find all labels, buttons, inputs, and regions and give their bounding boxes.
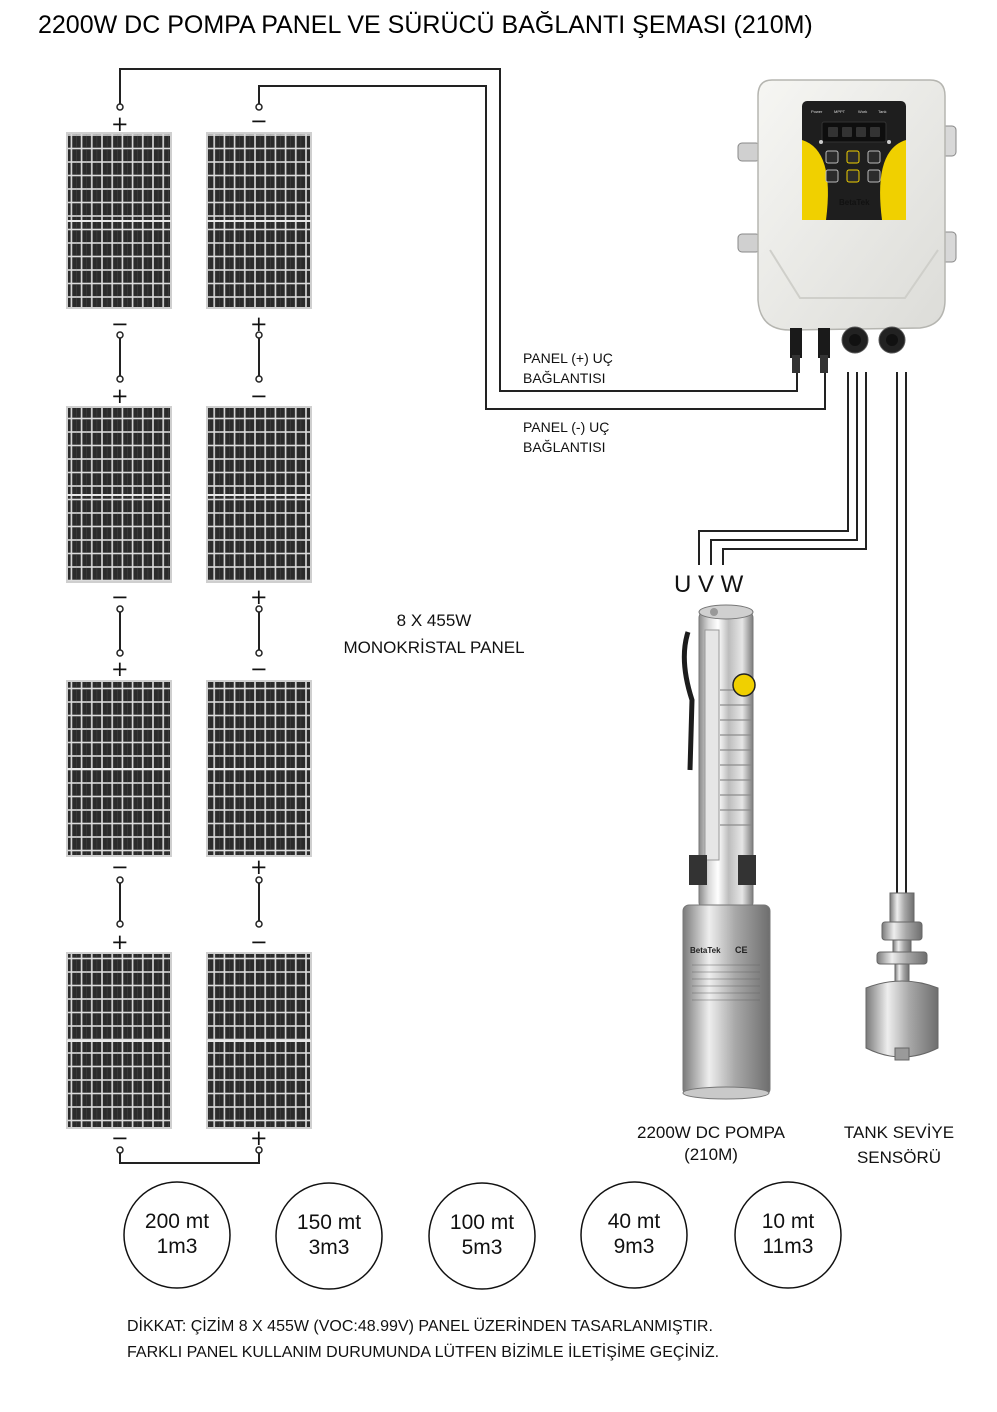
minus-sign: − [250,657,268,681]
solar-panel [206,680,312,857]
gear-icon [825,150,839,164]
minus-sign: − [250,930,268,954]
depth-value: 200 mt [145,1210,209,1233]
panel-plus-label: PANEL (+) UÇ [523,350,613,366]
minus-sign: − [111,585,129,609]
panel-array-label: MONOKRİSTAL PANEL [343,638,524,657]
performance-circle: 40 mt 9m3 [580,1181,688,1289]
flow-value: 11m3 [763,1235,814,1258]
solar-panel [66,132,172,309]
indicator-label: Tank [878,109,886,114]
controller-buttons [825,150,881,183]
flow-value: 9m3 [614,1235,655,1258]
uvw-label: U V W [674,571,744,598]
plus-sign: + [111,112,129,136]
performance-circle: 10 mt 11m3 [734,1181,842,1289]
solar-panel [66,952,172,1129]
submersible-pump: BetaTek CE [681,604,771,1100]
terminal-signs: + − − + + − − + + − − + + − − + [111,109,268,1150]
performance-table: 200 mt 1m3 150 mt 3m3 100 mt 5m3 40 mt 9… [123,1181,842,1290]
ce-mark: CE [735,945,748,955]
solar-panel-array [66,132,312,1129]
flow-value: 1m3 [157,1235,198,1258]
indicator-label: MPPT [834,109,846,114]
sensor-caption: TANK SEVİYE [844,1123,954,1142]
notice-text: DİKKAT: ÇİZİM 8 X 455W (VOC:48.99V) PANE… [127,1316,713,1335]
panel-minus-label: PANEL (-) UÇ [523,419,609,435]
switch-icon [867,150,881,164]
minus-sign: − [111,855,129,879]
pump-caption: (210M) [684,1145,738,1164]
plus-sign: + [111,384,129,408]
minus-sign: − [111,1126,129,1150]
tank-level-sensor [865,892,939,1061]
solar-panel [206,406,312,583]
warning-icon [846,150,860,164]
indicator-label: Power [811,109,823,114]
depth-value: 150 mt [297,1211,361,1234]
plus-sign: + [111,930,129,954]
pump-caption: 2200W DC POMPA [637,1123,786,1142]
digital-display [821,121,887,143]
performance-circle: 200 mt 1m3 [123,1181,231,1289]
solar-panel [66,406,172,583]
performance-circle: 150 mt 3m3 [275,1182,383,1290]
plus-sign: + [250,585,268,609]
power-wires [116,68,907,895]
performance-circle: 100 mt 5m3 [428,1182,536,1290]
pump-controller: Power MPPT Work Tank BetaTek [737,79,957,373]
plus-sign: + [111,657,129,681]
panel-minus-label: BAĞLANTISI [523,439,605,455]
controller-brand: BetaTek [839,198,870,207]
cable-glands [790,326,906,373]
minus-sign: − [250,384,268,408]
solar-panel [206,132,312,309]
flow-value: 3m3 [309,1236,350,1259]
plus-sign: + [250,1126,268,1150]
series-links [116,331,263,1164]
depth-value: 40 mt [608,1210,661,1233]
diagram-title: 2200W DC POMPA PANEL VE SÜRÜCÜ BAĞLANTI … [38,10,813,39]
plus-sign: + [250,855,268,879]
power-icon [867,169,881,183]
minus-sign: − [111,312,129,336]
solar-panel [66,680,172,857]
control-panel: Power MPPT Work Tank BetaTek [802,101,906,220]
indicator-label: Work [858,109,867,114]
depth-value: 100 mt [450,1211,514,1234]
pump-brand: BetaTek [690,946,721,955]
notice-text: FARKLI PANEL KULLANIM DURUMUNDA LÜTFEN B… [127,1342,719,1361]
flow-value: 5m3 [462,1236,503,1259]
down-icon [846,169,860,183]
depth-value: 10 mt [762,1210,815,1233]
pump-badge-icon [732,673,756,697]
plus-sign: + [250,312,268,336]
solar-panel [206,952,312,1129]
minus-sign: − [250,109,268,133]
sensor-caption: SENSÖRÜ [857,1148,941,1167]
enter-icon [825,169,839,183]
panel-array-label: 8 X 455W [397,611,472,630]
panel-plus-label: BAĞLANTISI [523,370,605,386]
